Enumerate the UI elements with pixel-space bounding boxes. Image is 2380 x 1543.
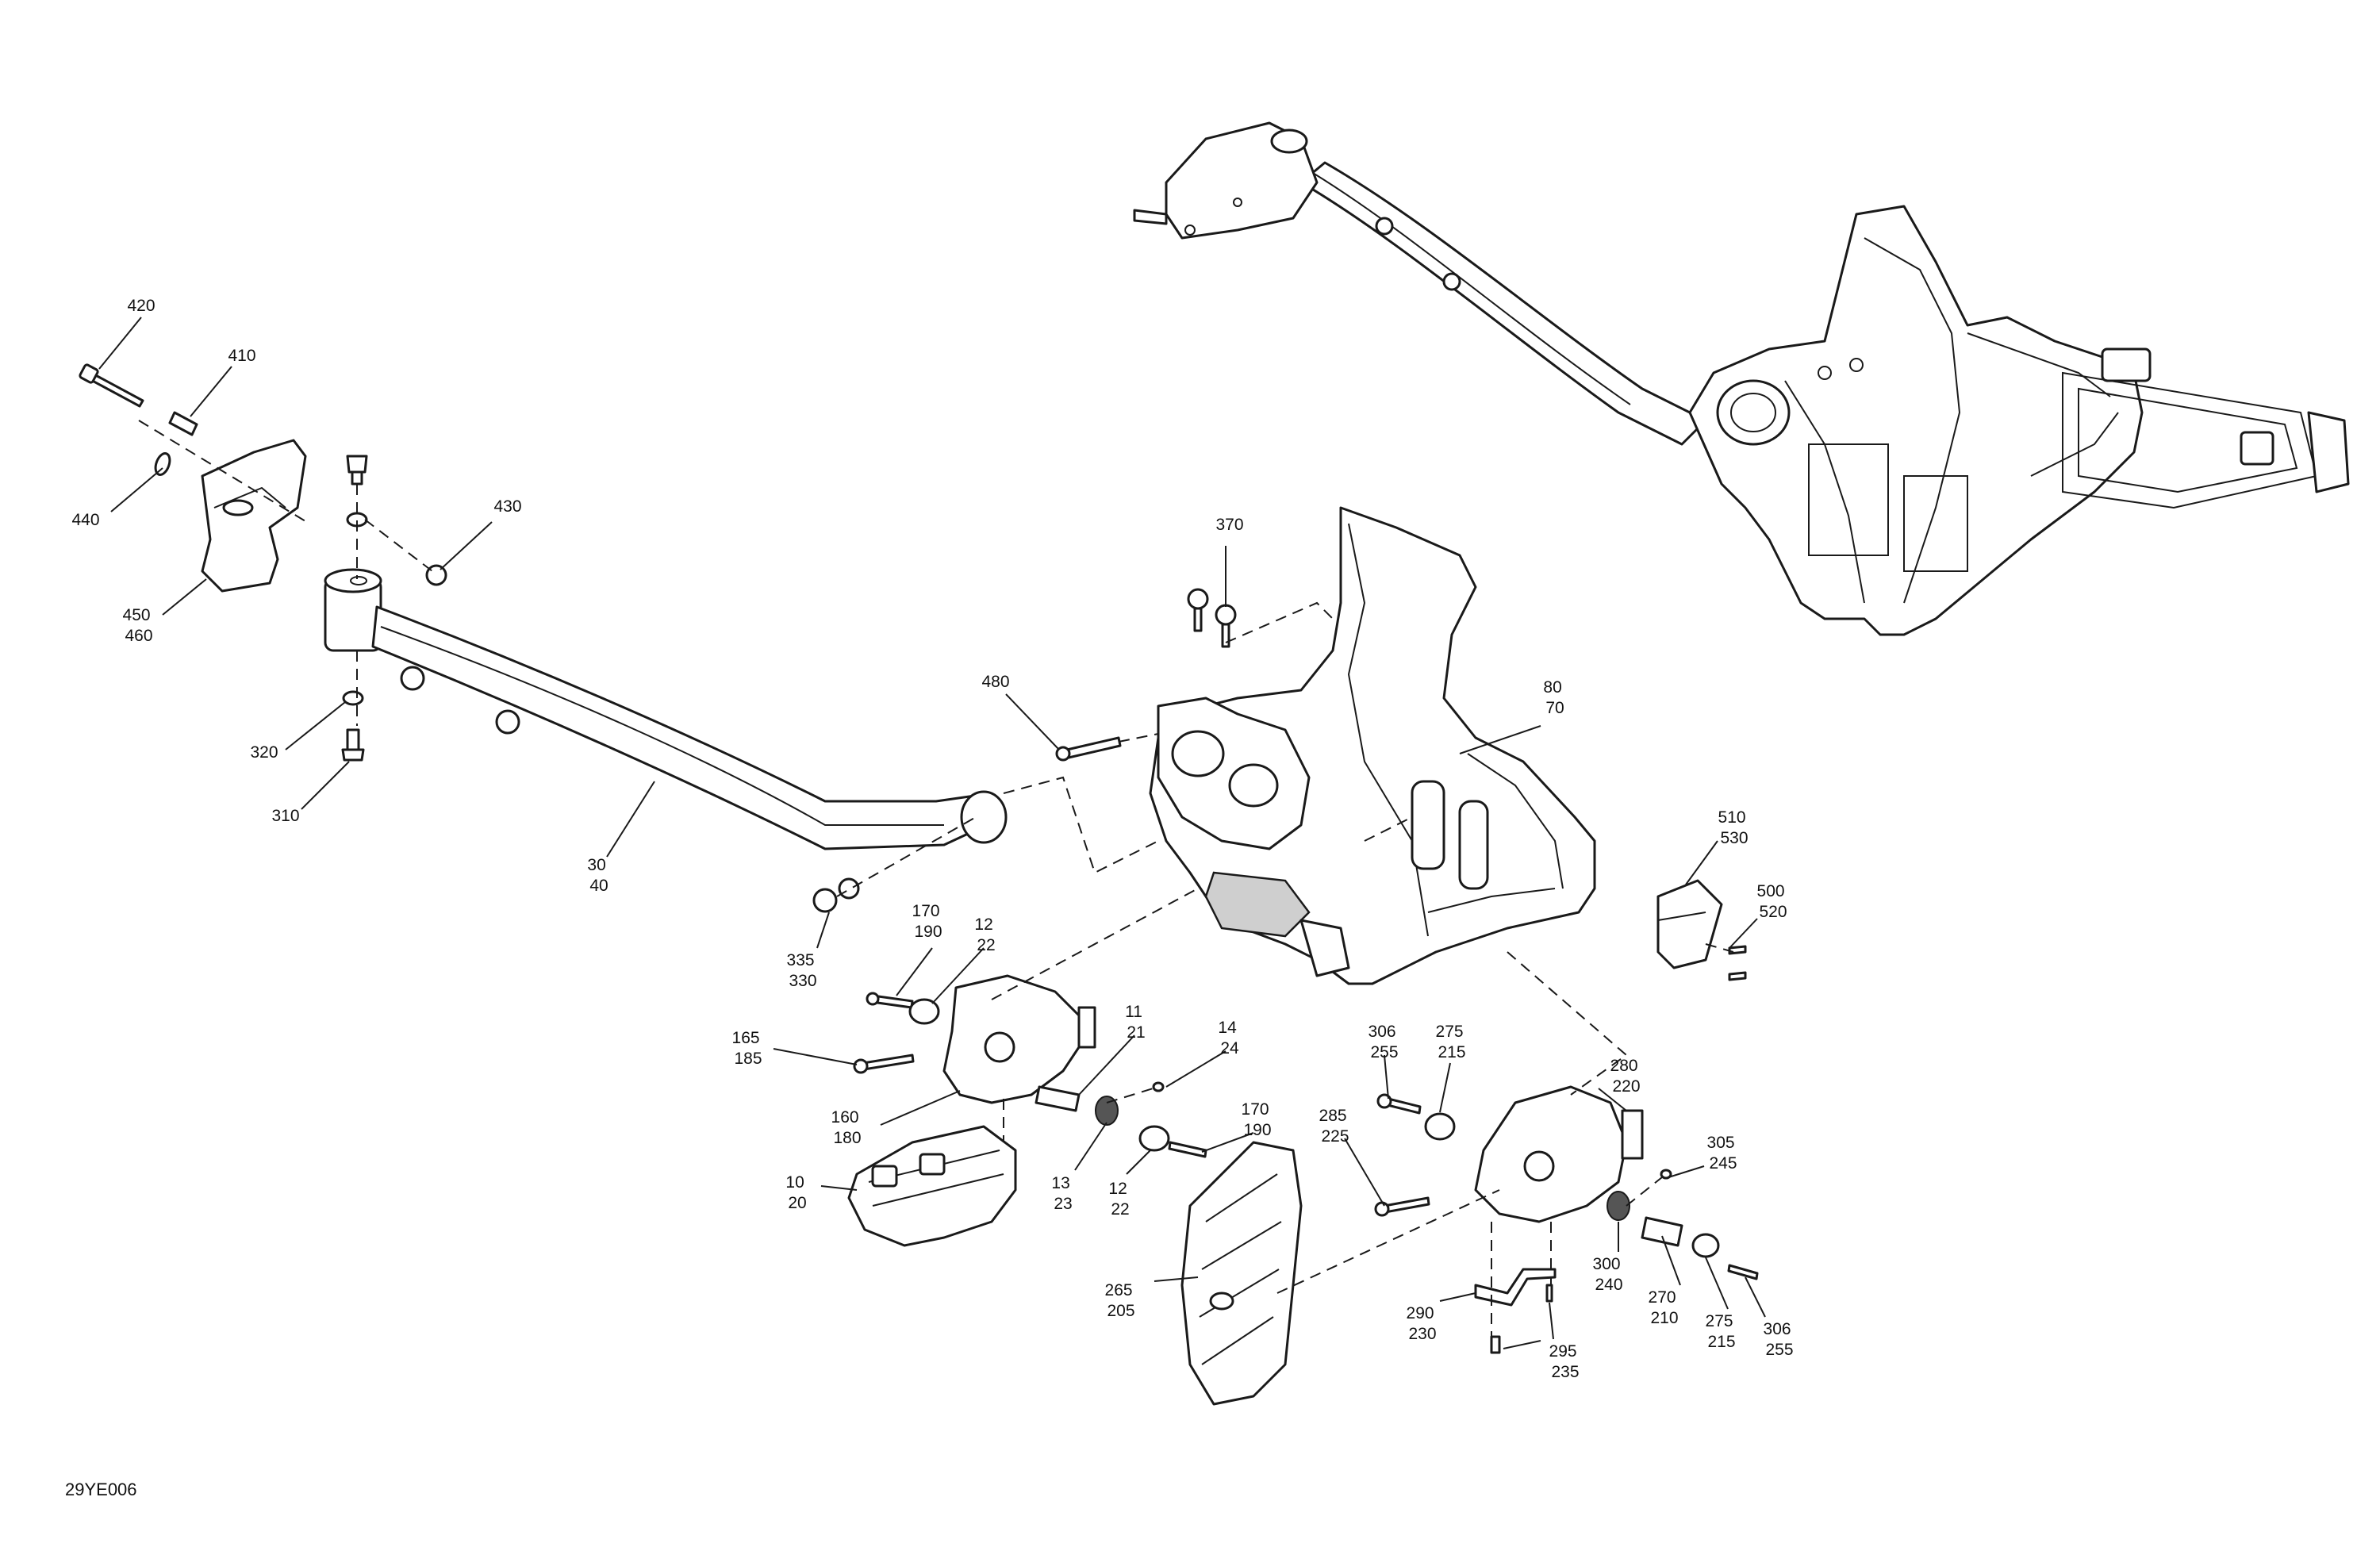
end-cap [1656,879,1747,981]
callout-300-240: 300 240 [1593,1255,1626,1294]
callout-450-460: 450 460 [123,606,155,645]
leader-lines [98,317,1766,1349]
callout-500-520: 500 520 [1757,882,1790,921]
callout-290-230: 290 230 [1407,1304,1439,1343]
callout-306-255-b: 306 255 [1764,1320,1796,1359]
callout-370: 370 [1215,516,1243,534]
callout-305-245: 305 245 [1707,1134,1740,1173]
callout-510-530: 510 530 [1718,808,1751,847]
callout-440: 440 [71,511,99,529]
callout-12-22-b: 12 22 [1108,1180,1131,1219]
callout-410: 410 [228,347,255,365]
callout-295-235: 295 235 [1549,1342,1582,1381]
callout-285-225: 285 225 [1319,1107,1352,1146]
callout-165-185: 165 185 [732,1029,765,1068]
left-footpeg-assembly [812,877,1207,1247]
callout-14-24: 14 24 [1218,1019,1241,1057]
callout-270-210: 270 210 [1649,1288,1681,1327]
callout-420: 420 [127,297,155,315]
foot-plate [1180,1141,1303,1406]
callout-30-40: 30 40 [587,856,610,895]
callout-13-23: 13 23 [1051,1174,1074,1213]
callout-480: 480 [981,673,1009,691]
callout-80-70: 80 70 [1543,678,1566,717]
callout-11-21: 11 21 [1125,1003,1147,1042]
callout-160-180: 160 180 [831,1108,864,1147]
callout-335-330: 335 330 [787,951,820,990]
right-footpeg-assembly [1374,1085,1759,1354]
assembly-lines [138,420,1734,1341]
callout-310: 310 [271,807,299,825]
callout-170-190-b: 170 190 [1242,1100,1274,1139]
callout-12-22-a: 12 22 [974,915,997,954]
callout-labels: 420 410 440 430 450 460 320 310 30 40 37… [71,297,1796,1381]
callout-320: 320 [250,743,278,762]
callout-275-215-a: 275 215 [1436,1023,1468,1061]
callout-10-20: 10 20 [785,1173,808,1212]
callout-280-220: 280 220 [1610,1057,1643,1096]
center-panel-assembly [1055,506,1596,985]
diagram-code: 29YE006 [65,1480,137,1499]
upper-frame-assembly [1133,121,2350,636]
callout-306-255-a: 306 255 [1368,1023,1401,1061]
callout-170-190-a: 170 190 [912,902,945,941]
callout-430: 430 [493,497,521,516]
callout-275-215-b: 275 215 [1706,1312,1738,1351]
callout-265-205: 265 205 [1105,1281,1138,1320]
left-tube-assembly [79,363,1008,850]
